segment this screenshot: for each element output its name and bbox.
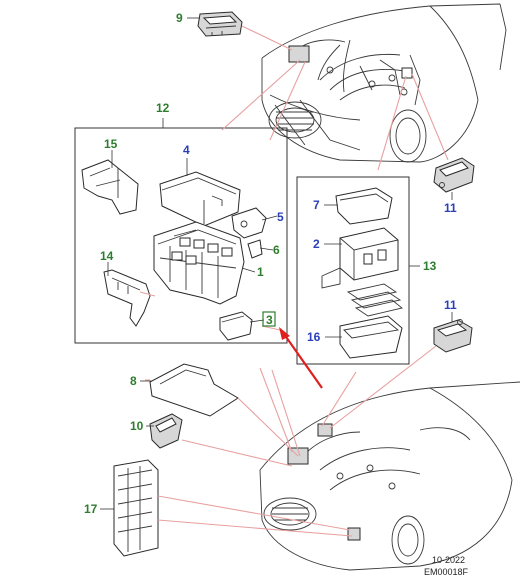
leader-lines <box>100 17 453 510</box>
highlight-arrow <box>279 327 323 389</box>
callout-5[interactable]: 5 <box>277 210 284 224</box>
part-2-housing <box>321 227 399 289</box>
part-15-bracket <box>81 159 139 215</box>
part-5-bracket <box>231 207 267 239</box>
callout-1[interactable]: 1 <box>257 265 264 279</box>
callout-8[interactable]: 8 <box>130 374 137 388</box>
callout-16[interactable]: 16 <box>307 330 321 344</box>
footer-code: EM00018F <box>424 567 469 577</box>
callout-4[interactable]: 4 <box>183 143 190 157</box>
guide-lines <box>139 25 449 537</box>
part-14-bracket <box>103 269 151 327</box>
footer-reference: 10-2022 EM00018F <box>424 555 469 577</box>
part-11-module-lower <box>433 319 473 353</box>
part-1-fuse-box <box>153 221 245 305</box>
callout-17[interactable]: 17 <box>84 502 98 516</box>
part-11-module-upper <box>433 157 475 193</box>
callout-numbers: 9 12 15 4 5 6 1 14 3 7 2 13 16 11 11 8 1… <box>84 11 457 516</box>
part-3-relay <box>219 311 253 341</box>
part-10-module <box>149 413 183 449</box>
part-9-module <box>197 11 243 37</box>
part-6-clip <box>247 239 263 259</box>
part-17-connector-block <box>113 459 159 557</box>
footer-date: 10-2022 <box>432 555 465 565</box>
callout-2[interactable]: 2 <box>313 237 320 251</box>
callout-7[interactable]: 7 <box>313 198 320 212</box>
callout-10[interactable]: 10 <box>130 419 144 433</box>
callout-3-box <box>262 311 276 327</box>
callout-6[interactable]: 6 <box>273 243 280 257</box>
fuse-grid <box>346 283 404 317</box>
car-illustration-top <box>261 3 507 163</box>
callout-11-lower[interactable]: 11 <box>444 298 457 312</box>
part-16-tray <box>339 315 403 359</box>
callout-15[interactable]: 15 <box>104 137 118 151</box>
part-8-plate <box>149 363 239 417</box>
box-13-frame <box>296 176 420 365</box>
car-illustration-bottom <box>259 381 521 571</box>
callout-14[interactable]: 14 <box>100 249 114 263</box>
fuse-box-assembly-frame <box>74 118 288 344</box>
callout-13[interactable]: 13 <box>423 259 437 273</box>
part-7-lid <box>335 187 393 225</box>
part-4-cover <box>159 171 241 227</box>
callout-11-upper[interactable]: 11 <box>444 201 457 215</box>
callout-3[interactable]: 3 <box>266 313 273 327</box>
callout-9[interactable]: 9 <box>176 11 183 25</box>
callout-12[interactable]: 12 <box>156 101 170 115</box>
